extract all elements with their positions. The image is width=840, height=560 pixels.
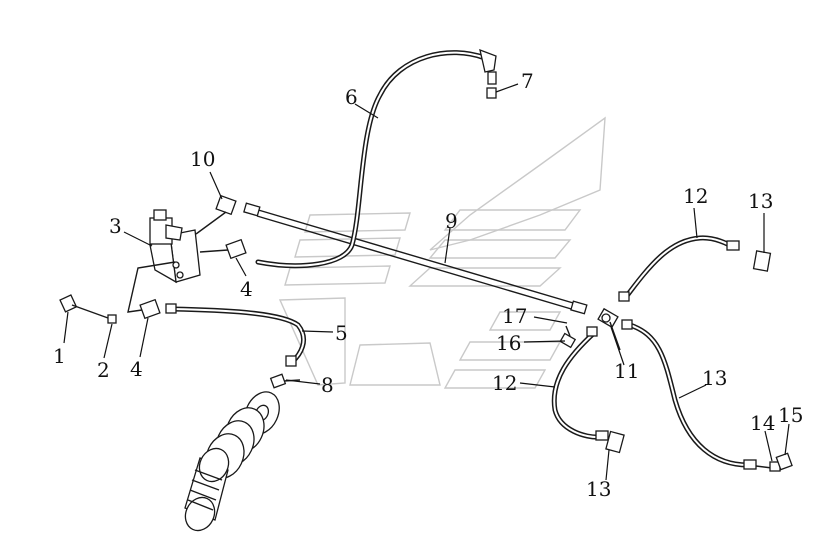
leader-lines bbox=[63, 83, 790, 481]
valve-block-3 bbox=[149, 209, 201, 284]
hose-13 bbox=[621, 319, 773, 470]
fitting-13-lower bbox=[605, 430, 625, 454]
callout-3: 3 bbox=[109, 214, 122, 238]
logo-watermark-icon bbox=[278, 116, 606, 389]
pipe-9 bbox=[243, 202, 588, 315]
fitting-1 bbox=[59, 294, 109, 319]
callout-13-middle: 13 bbox=[702, 366, 727, 390]
fitting-4-upper bbox=[199, 238, 247, 260]
hose-5 bbox=[165, 303, 306, 367]
fitting-16 bbox=[559, 332, 577, 349]
callout-13-lower: 13 bbox=[586, 477, 611, 501]
hose-12-lower bbox=[551, 326, 609, 441]
fitting-7 bbox=[486, 87, 497, 99]
callout-4-lower: 4 bbox=[130, 357, 143, 381]
fitting-15 bbox=[775, 452, 793, 471]
callout-4-upper: 4 bbox=[240, 277, 253, 301]
callout-12-lower: 12 bbox=[492, 371, 517, 395]
hose-12-upper bbox=[618, 235, 740, 302]
callout-15: 15 bbox=[778, 403, 803, 427]
callout-11: 11 bbox=[614, 359, 639, 383]
filter-assembly bbox=[184, 391, 280, 532]
fitting-10 bbox=[195, 194, 237, 235]
callout-12-upper: 12 bbox=[683, 184, 708, 208]
callout-16: 16 bbox=[496, 331, 521, 355]
hose-6 bbox=[255, 48, 497, 269]
callout-10: 10 bbox=[190, 147, 215, 171]
callout-13-upper: 13 bbox=[748, 189, 773, 213]
callout-8: 8 bbox=[321, 373, 334, 397]
callout-2: 2 bbox=[97, 358, 110, 382]
callout-1: 1 bbox=[53, 344, 66, 368]
clamp-2 bbox=[107, 314, 117, 324]
callout-6: 6 bbox=[345, 85, 358, 109]
callout-5: 5 bbox=[335, 321, 348, 345]
callout-9: 9 bbox=[445, 209, 458, 233]
callout-14: 14 bbox=[750, 411, 775, 435]
fitting-4-lower bbox=[127, 261, 176, 320]
fitting-13-upper bbox=[752, 250, 772, 272]
tee-fitting-11 bbox=[597, 307, 621, 351]
callout-7: 7 bbox=[521, 69, 534, 93]
callout-17: 17 bbox=[502, 304, 527, 328]
fitting-17 bbox=[565, 325, 571, 337]
